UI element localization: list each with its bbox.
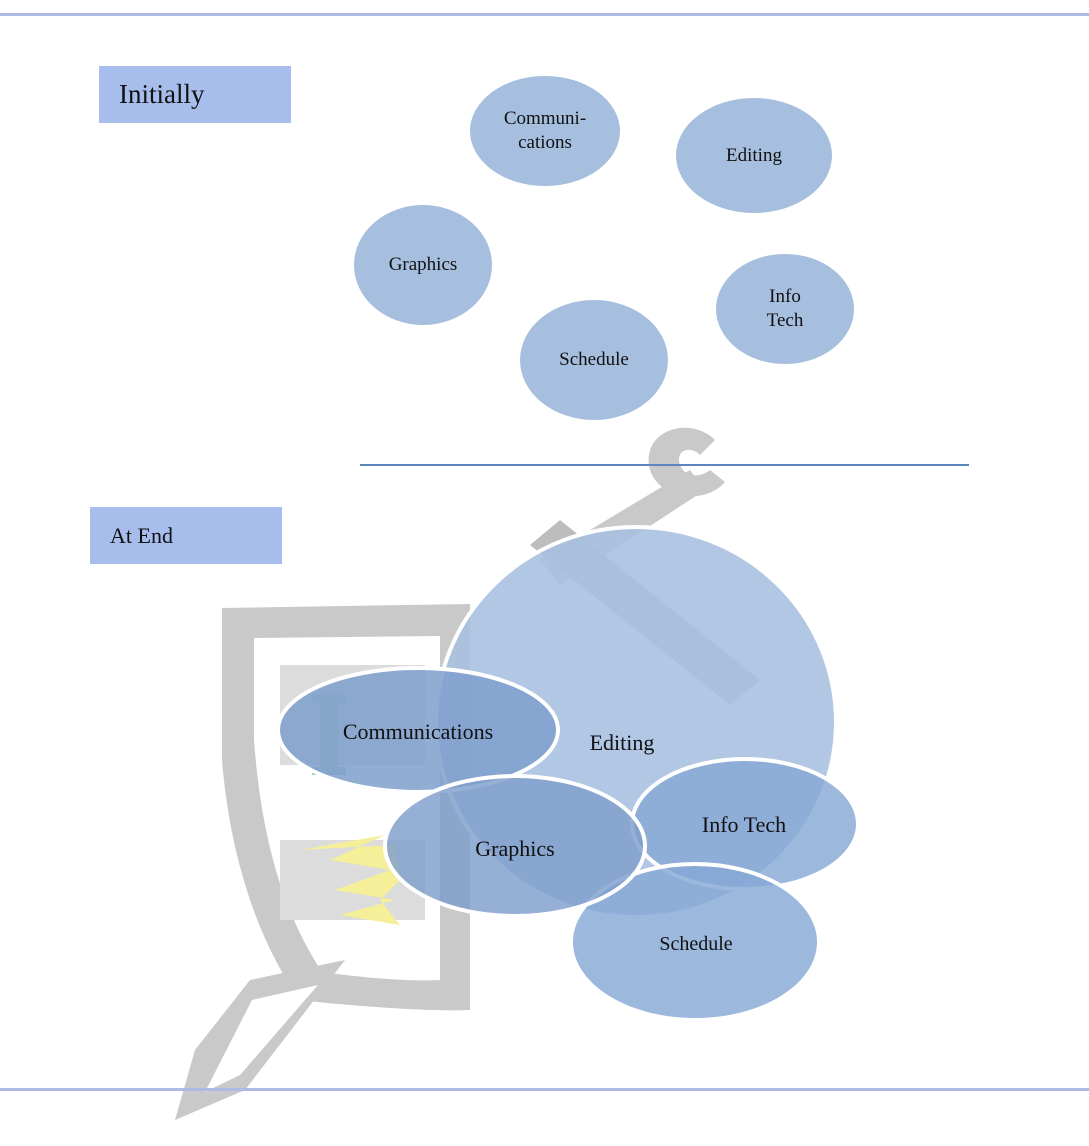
end-communications-label: Communications — [343, 719, 493, 744]
end-graphics-bubble — [383, 774, 647, 918]
initial-info-tech-line1: Info — [769, 286, 801, 308]
initial-info-tech-bubble: Info Tech — [716, 254, 854, 364]
initial-graphics-bubble: Graphics — [354, 205, 492, 325]
top-rule — [0, 13, 1089, 16]
initial-graphics-label: Graphics — [388, 254, 458, 276]
end-editing-label: Editing — [590, 730, 655, 755]
end-communications-bubble — [276, 666, 560, 794]
initially-label: Initially — [99, 66, 291, 123]
section-divider — [360, 464, 969, 466]
initial-communications-bubble: Communi- cations — [470, 76, 620, 186]
initial-editing-bubble: Editing — [676, 98, 832, 213]
initial-schedule-label: Schedule — [559, 349, 629, 371]
end-graphics-label: Graphics — [475, 836, 554, 861]
bottom-rule — [0, 1088, 1089, 1091]
end-schedule-bubble — [569, 862, 821, 1022]
end-info-tech-label: Info Tech — [702, 812, 786, 837]
initially-label-text: Initially — [119, 79, 205, 109]
initial-info-tech-line2: Tech — [766, 310, 804, 331]
initial-schedule-bubble: Schedule — [520, 300, 668, 420]
initial-communications-line1: Communi- — [503, 108, 587, 130]
initial-communications-line2: cations — [518, 132, 572, 153]
initial-editing-label: Editing — [726, 144, 782, 166]
at-end-label: At End — [90, 507, 282, 564]
at-end-label-text: At End — [110, 522, 173, 548]
end-bubbles — [276, 525, 860, 1022]
end-schedule-label: Schedule — [659, 933, 732, 955]
